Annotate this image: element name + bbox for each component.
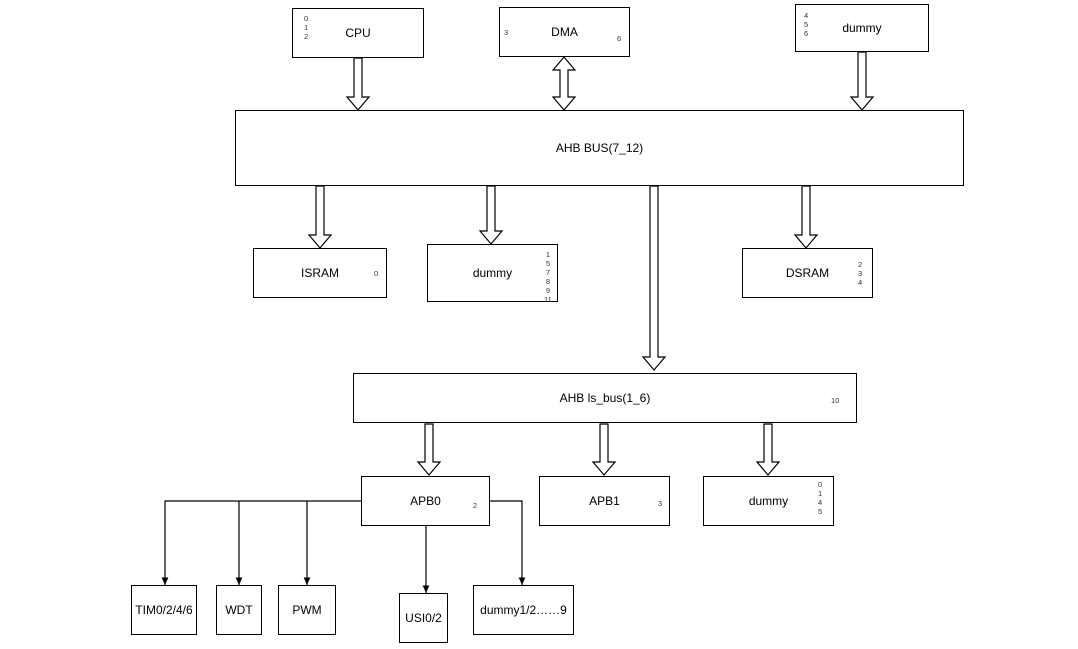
dma-id-right: 6 [617,34,622,43]
pwm-block: PWM [278,585,336,635]
dummy-top-label: dummy [842,21,882,35]
apb1-id: 3 [658,499,663,508]
dummy-low-ids: 0 1 4 5 [818,480,823,516]
cpu-block: CPU 0 1 2 [292,8,424,58]
dummy-top-ids: 4 5 6 [804,11,809,38]
apb0-id: 2 [473,501,478,510]
cpu-label: CPU [345,26,371,40]
apb0-block: APB0 2 [361,476,490,526]
ahb-bus-block: AHB BUS(7_12) [235,110,964,186]
pwm-label: PWM [292,603,322,617]
dsram-ids: 2 3 4 [858,260,863,287]
arrow-ahb-bus-to-ls-bus [641,185,667,371]
arrow-ls-bus-to-dummy [755,423,781,476]
apb1-label: APB1 [589,494,620,508]
ahb-ls-bus-block: AHB ls_bus(1_6) 10 [353,373,857,423]
apb1-block: APB1 3 [539,476,670,526]
dummy-low-label: dummy [748,494,789,508]
dummy-mid-block: dummy 1 5 7 8 9 11 [427,244,558,304]
arrow-ls-bus-to-apb1 [591,423,617,476]
isram-label: ISRAM [300,266,339,280]
dma-block: DMA 3 6 [499,7,630,57]
dummy-mid-label: dummy [472,266,513,280]
wdt-label: WDT [225,603,253,617]
dummy-mid-ids: 1 5 7 8 9 11 [544,250,552,304]
ahb-bus-label: AHB BUS(7_12) [555,141,644,155]
arrow-ls-bus-to-apb0 [416,423,442,476]
arrow-dma-ahb-bus-bidirectional [551,56,577,111]
usi-label: USI0/2 [405,611,442,625]
dma-label: DMA [551,25,578,39]
dummy-top-block: dummy 4 5 6 [795,4,929,52]
arrow-cpu-to-ahb-bus [345,57,371,111]
dummy-bottom-block: dummy1/2……9 [473,585,574,635]
dma-id-left: 3 [504,28,509,37]
cpu-ids: 0 1 2 [304,14,309,41]
dummy-bottom-label: dummy1/2……9 [480,603,567,617]
dummy-low-block: dummy 0 1 4 5 [703,476,834,526]
usi-block: USI0/2 [399,593,448,643]
apb0-label: APB0 [410,494,441,508]
arrow-dummy-to-ahb-bus [849,51,875,111]
arrow-ahb-bus-to-dummy [478,185,504,245]
arrow-ahb-bus-to-isram [307,185,333,249]
ahb-ls-bus-id: 10 [831,396,840,405]
connector-apb0-to-dummy [490,500,526,585]
dsram-label: DSRAM [785,266,830,280]
ahb-ls-bus-label: AHB ls_bus(1_6) [559,391,651,405]
isram-block: ISRAM 0 [253,248,387,298]
dsram-block: DSRAM 2 3 4 [742,248,873,298]
tim-block: TIM0/2/4/6 [131,585,197,635]
wdt-block: WDT [216,585,262,635]
connector-apb0-to-tim [161,500,361,585]
arrow-ahb-bus-to-dsram [793,185,819,249]
tim-label: TIM0/2/4/6 [135,603,193,617]
isram-id: 0 [374,269,379,278]
